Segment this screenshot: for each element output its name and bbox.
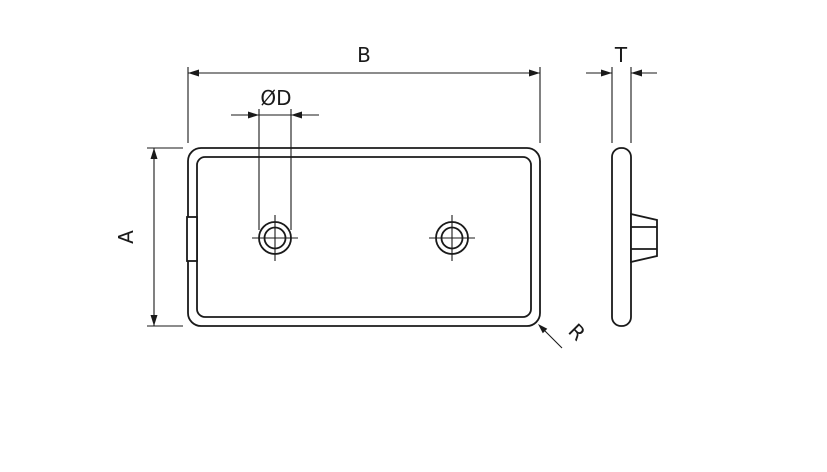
arrowhead <box>291 111 302 119</box>
radius-callout: R <box>538 319 591 349</box>
cap-side-tab <box>630 212 658 264</box>
dimension-d: ØD <box>231 86 319 230</box>
arrowhead <box>601 69 612 77</box>
dim-label-d: ØD <box>260 86 291 110</box>
dim-label-a: A <box>114 230 138 244</box>
arrowhead <box>248 111 259 119</box>
dimension-t: T <box>586 43 657 143</box>
dim-label-b: B <box>357 43 371 67</box>
front-view <box>186 147 541 327</box>
arrowhead <box>150 315 158 326</box>
cap-left-tab <box>186 216 198 262</box>
dimension-b: B <box>187 43 541 143</box>
hole-right <box>429 215 475 261</box>
side-view <box>611 147 658 327</box>
arrowhead <box>529 69 540 77</box>
dimension-a: A <box>114 147 183 327</box>
dim-label-t: T <box>614 43 628 67</box>
cap-side-outline <box>611 147 632 327</box>
arrowhead <box>538 324 548 334</box>
dim-label-r: R <box>564 319 591 346</box>
cap-outer-outline <box>187 147 541 327</box>
arrowhead <box>188 69 199 77</box>
arrowhead <box>631 69 642 77</box>
cap-inner-outline <box>196 156 532 318</box>
arrowhead <box>150 148 158 159</box>
hole-left <box>252 215 298 261</box>
